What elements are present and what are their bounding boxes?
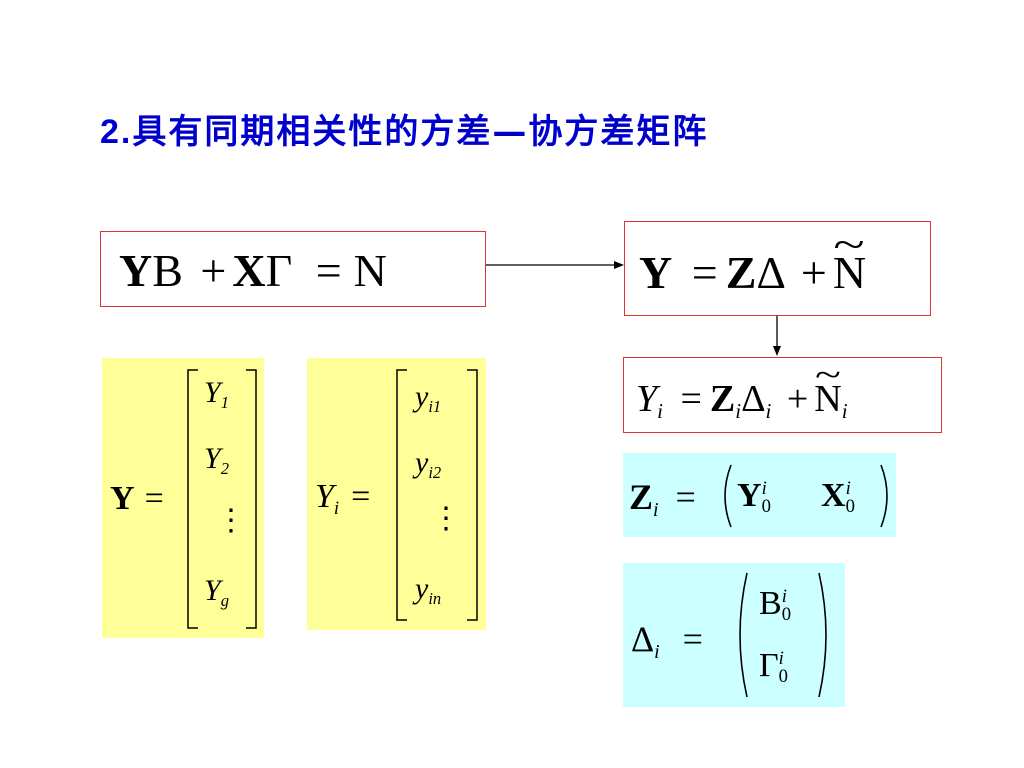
eq2-plus: +	[800, 247, 827, 298]
eq1-plus: +	[200, 245, 227, 296]
structural-equation: YB +XΓ =N	[119, 248, 387, 294]
Y-vector-brackets	[187, 369, 257, 629]
Delta-i-definition: Δi =	[631, 619, 703, 662]
down-arrow-icon	[773, 316, 781, 356]
Yi-vector-lhs: Yi =	[315, 478, 371, 518]
single-equation-box: Yi =ZiΔi +Ni	[623, 357, 942, 433]
eq1-N: N	[353, 245, 387, 296]
matY-lhs: Y	[110, 480, 135, 517]
matYi-lhs: Y	[315, 478, 334, 515]
Yi-vector-brackets	[396, 369, 478, 621]
matY-entry-g: Yg	[204, 574, 229, 610]
eqZi-equals: =	[675, 477, 696, 517]
eqZi-Z: Z	[629, 477, 654, 517]
Y-vector-panel: Y= Y1 Y2 ⋮ Yg	[102, 358, 264, 638]
eq3-Delta: Δ	[741, 378, 766, 420]
eq3-N-sub: i	[841, 399, 848, 424]
eqDelta-sub: i	[654, 640, 660, 663]
single-equation: Yi =ZiΔi +Ni	[636, 378, 848, 422]
eqDelta-Delta: Δ	[631, 619, 655, 659]
eq1-B: B	[152, 245, 183, 296]
reduced-equation: Y =ZΔ +N	[639, 250, 866, 296]
eq3-Delta-sub: i	[765, 399, 772, 424]
matYi-lhs-sub: i	[333, 497, 340, 519]
page-title: 2.具有同期相关性的方差—协方差矩阵	[100, 104, 708, 153]
Y-vector-lhs: Y=	[110, 482, 164, 516]
eq2-equals: =	[691, 247, 718, 298]
eq1-X: X	[232, 245, 266, 296]
Zi-definition: Zi =	[629, 477, 696, 520]
eq3-plus: +	[786, 378, 809, 420]
Yi-vector-panel: Yi = yi1 yi2 ⋮ yin	[307, 358, 486, 630]
matY-vdots: ⋮	[216, 504, 246, 537]
right-arrow-icon	[486, 261, 624, 269]
matY-entry-2: Y2	[204, 442, 229, 478]
matYi-entry-1: yi1	[415, 380, 442, 416]
eq3-Y: Y	[636, 378, 658, 420]
eq3-N-tilde: N	[814, 380, 841, 418]
eqDelta-equals: =	[682, 619, 703, 659]
eq2-Y: Y	[639, 247, 673, 298]
Delta-i-parentheses	[739, 572, 827, 698]
matYi-entry-2: yi2	[415, 446, 442, 482]
title-text: 具有同期相关性的方差—协方差矩阵	[132, 112, 709, 152]
structural-equation-box: YB +XΓ =N	[100, 231, 486, 307]
title-number: 2.	[100, 113, 133, 151]
matYi-entry-n: yin	[415, 572, 442, 608]
eq3-Z-sub: i	[735, 399, 742, 424]
eq3-Y-sub: i	[657, 399, 663, 424]
eq2-Delta: Δ	[756, 247, 784, 298]
eq3-Z: Z	[709, 378, 736, 420]
matYi-vdots: ⋮	[431, 502, 461, 535]
eq3-equals: =	[680, 378, 702, 420]
eq1-Y: Y	[119, 245, 153, 296]
matYi-equals: =	[351, 478, 371, 515]
eq2-Z: Z	[725, 247, 757, 298]
eq1-equals: =	[315, 245, 342, 296]
Zi-parentheses	[724, 464, 888, 528]
reduced-equation-box: Y =ZΔ +N	[624, 221, 931, 316]
eq1-Gamma: Γ	[265, 245, 293, 296]
eqZi-Z-sub: i	[653, 498, 659, 521]
matY-entry-1: Y1	[204, 376, 229, 412]
matY-equals: =	[144, 480, 164, 517]
eq2-N-tilde: N	[833, 250, 866, 296]
